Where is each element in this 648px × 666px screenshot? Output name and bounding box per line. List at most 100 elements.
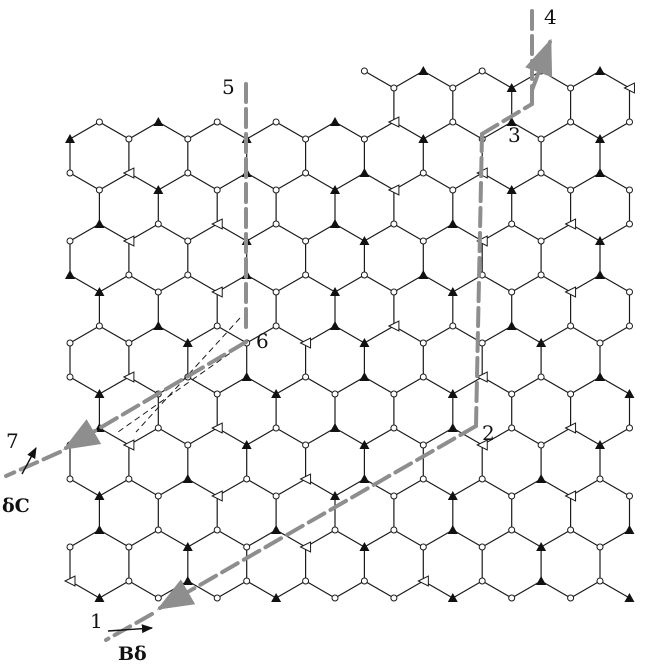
lattice-bond [511, 427, 542, 446]
lattice-bond [305, 580, 336, 599]
atom-open [508, 288, 516, 296]
lattice-bond [570, 529, 601, 548]
atom-filled [271, 389, 282, 398]
atom-filled [65, 270, 75, 279]
atom-open [184, 271, 192, 279]
atom-triangle [476, 439, 488, 451]
atom-open [626, 322, 633, 330]
atom-filled [182, 474, 193, 483]
lattice-bond [128, 325, 159, 344]
burgers-circuit [4, 4, 553, 642]
lattice-bond [334, 223, 365, 242]
lattice-bond [69, 529, 100, 548]
lattice-bond [599, 70, 630, 89]
atom-filled [595, 168, 606, 177]
atom-filled [153, 185, 164, 194]
lattice-bond [364, 172, 395, 191]
label-point-2: 2 [482, 421, 495, 445]
honeycomb-lattice [69, 70, 631, 599]
atom-triangle [122, 167, 135, 179]
atom-open [184, 135, 192, 143]
lattice-bond [334, 274, 365, 293]
atom-open [331, 390, 339, 398]
lattice-bond [305, 172, 336, 191]
lattice-bond [158, 223, 189, 242]
lattice-bond [364, 427, 395, 446]
atom-filled [447, 593, 458, 602]
lattice-bond [187, 529, 218, 548]
atom-open [360, 67, 368, 75]
atom-open [272, 118, 280, 126]
lattice-bond [99, 376, 130, 395]
atom-open [478, 543, 486, 551]
lattice-bond [452, 529, 483, 548]
atom-open [508, 390, 516, 398]
atom-filled [94, 491, 105, 500]
lattice-bond [481, 580, 512, 599]
lattice-bond [423, 427, 454, 446]
atom-filled [330, 491, 341, 500]
atom-open [213, 594, 221, 602]
lattice-bond [246, 529, 277, 548]
atom-filled [94, 219, 105, 228]
lattice-bond [275, 427, 306, 446]
lattice-bond [599, 325, 630, 344]
atom-filled [536, 338, 547, 347]
atom-open [302, 441, 310, 449]
atom-open [508, 492, 516, 500]
lattice-bond [246, 376, 277, 395]
lattice-atoms [63, 66, 635, 602]
atom-filled [624, 389, 635, 398]
burgers-vector-bottom-arrow [107, 624, 154, 634]
atom-open [213, 322, 221, 330]
lattice-bond [452, 223, 483, 242]
atom-filled [241, 440, 252, 449]
atom-triangle [476, 235, 488, 247]
atom-open [66, 373, 74, 381]
lattice-bond [246, 478, 277, 497]
atom-open [419, 237, 427, 245]
atom-triangle [299, 541, 312, 553]
lattice-bond [305, 376, 336, 395]
lattice-bond [481, 529, 512, 548]
lattice-bond [599, 529, 630, 548]
lattice-bond [99, 427, 130, 446]
atom-triangle [211, 286, 223, 298]
atom-open [154, 492, 162, 500]
lattice-bond [570, 580, 601, 599]
lattice-bond [216, 172, 247, 191]
lattice-bond [599, 580, 630, 599]
circuit-segment-1-2 [156, 424, 478, 610]
lattice-bond [128, 274, 159, 293]
atom-open [272, 186, 280, 194]
lattice-bond [423, 274, 454, 293]
lattice-bond [158, 121, 189, 140]
atom-filled [447, 219, 458, 228]
lattice-bond [423, 376, 454, 395]
atom-filled [94, 525, 105, 534]
atom-filled [153, 117, 164, 126]
atom-open [537, 237, 545, 245]
atom-filled [359, 542, 370, 551]
lattice-bond [158, 529, 189, 548]
lattice-bond [275, 580, 306, 599]
atom-open [537, 373, 545, 381]
lattice-bond [158, 274, 189, 293]
lattice-bond [540, 529, 571, 548]
atom-open [449, 118, 457, 126]
atom-open [419, 475, 427, 483]
lattice-bond [423, 172, 454, 191]
circuit-segment-7-tail [4, 450, 62, 478]
lattice-bond [393, 376, 424, 395]
atom-open [537, 135, 545, 143]
lattice-bond [364, 121, 395, 140]
label-point-4: 4 [544, 5, 557, 29]
atom-open [360, 135, 368, 143]
lattice-bond [599, 172, 630, 191]
lattice-bond [246, 427, 277, 446]
lattice-bond [275, 172, 306, 191]
lattice-bond [540, 70, 571, 89]
lattice-bond [570, 325, 601, 344]
lattice-bond [187, 274, 218, 293]
